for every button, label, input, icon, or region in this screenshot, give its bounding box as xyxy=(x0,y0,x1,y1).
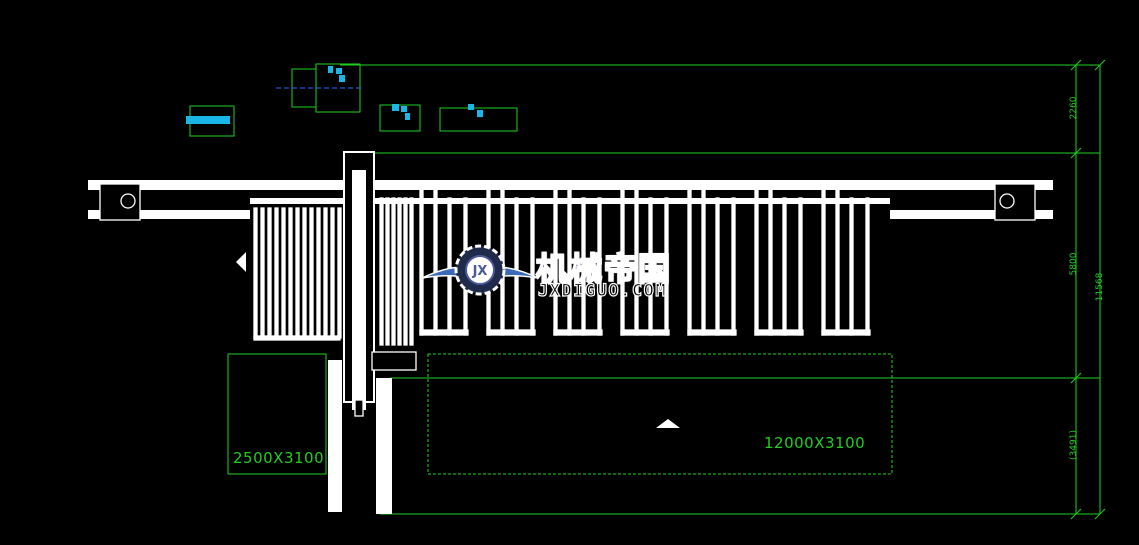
up-arrow-icon xyxy=(656,419,680,428)
center-rib xyxy=(403,197,408,346)
tick xyxy=(1070,508,1082,520)
right-drive-unit xyxy=(994,183,1036,221)
right-leg xyxy=(376,378,392,514)
rib-foot xyxy=(620,329,670,336)
right-rib xyxy=(782,197,787,336)
left-rib xyxy=(323,207,328,339)
watermark-brand-en: JXDIGUO.COM xyxy=(537,280,668,301)
right-drive-wheel xyxy=(999,193,1015,209)
logo-letters: JX xyxy=(472,264,488,279)
center-rib xyxy=(391,197,396,346)
tick xyxy=(1094,59,1106,71)
rib-foot xyxy=(821,329,871,336)
tick xyxy=(1070,147,1082,159)
center-rib xyxy=(409,197,414,346)
rib-group xyxy=(253,181,871,346)
right-rib xyxy=(715,197,720,336)
left-rib xyxy=(260,207,265,339)
right-rib xyxy=(731,197,736,336)
right-area-box xyxy=(427,353,893,475)
left-rib xyxy=(274,207,279,339)
rib-foot xyxy=(754,329,804,336)
top-box-3 xyxy=(379,104,421,132)
label-mark xyxy=(186,116,230,124)
left-drive-unit xyxy=(99,183,141,221)
tick xyxy=(1094,508,1106,520)
label-mark xyxy=(339,75,345,82)
column-core xyxy=(352,170,366,410)
rib-foot xyxy=(419,329,469,336)
rib-foot xyxy=(553,329,603,336)
left-drive-wheel xyxy=(120,193,136,209)
carriage xyxy=(371,351,417,371)
left-rib xyxy=(309,207,314,339)
right-area-label: 12000X3100 xyxy=(764,434,866,452)
tick xyxy=(1070,59,1082,71)
left-area-box xyxy=(227,353,327,475)
left-rib xyxy=(281,207,286,339)
right-rib xyxy=(865,197,870,336)
frame-rail-right xyxy=(890,210,1053,219)
left-rib xyxy=(330,207,335,339)
left-rib xyxy=(253,207,258,339)
right-rib xyxy=(687,181,692,336)
left-rib xyxy=(288,207,293,339)
label-mark xyxy=(401,106,407,112)
right-rib xyxy=(701,181,706,336)
left-rib-foot xyxy=(253,335,341,341)
dim-top-segment: 2260 xyxy=(1069,96,1079,120)
label-mark xyxy=(336,68,342,74)
machine-layout xyxy=(88,151,1053,514)
left-arrow-icon xyxy=(236,252,246,272)
right-rib xyxy=(835,181,840,336)
label-mark xyxy=(328,66,333,73)
frame-rail-left xyxy=(88,210,250,219)
center-rib xyxy=(397,197,402,346)
right-rib xyxy=(768,181,773,336)
right-rib xyxy=(849,197,854,336)
label-mark xyxy=(392,104,399,111)
column-foot xyxy=(354,399,364,417)
dimension-lines xyxy=(189,59,1106,520)
rib-foot xyxy=(486,329,536,336)
center-rib xyxy=(379,197,384,346)
label-mark xyxy=(477,110,483,117)
watermark-brand-cn: 机械帝国 xyxy=(535,249,673,289)
left-leg xyxy=(328,360,342,512)
dim-bottom-segment: (3491) xyxy=(1069,430,1079,460)
right-rib xyxy=(798,197,803,336)
left-rib xyxy=(295,207,300,339)
top-box-4 xyxy=(439,107,518,132)
label-mark xyxy=(405,113,410,120)
left-rib xyxy=(267,207,272,339)
left-rib xyxy=(302,207,307,339)
gear-logo-icon: JX xyxy=(421,244,539,296)
left-rib xyxy=(337,207,342,339)
rib-foot xyxy=(687,329,737,336)
center-rib xyxy=(385,197,390,346)
left-area-label: 2500X3100 xyxy=(233,449,325,467)
dim-middle-segment: 5800 xyxy=(1069,252,1079,276)
dim-overall: 11568 xyxy=(1095,272,1105,302)
right-rib xyxy=(821,181,826,336)
tick xyxy=(1070,372,1082,384)
cyan-labels xyxy=(186,66,483,124)
left-rib xyxy=(316,207,321,339)
label-mark xyxy=(468,104,474,110)
right-rib xyxy=(754,181,759,336)
